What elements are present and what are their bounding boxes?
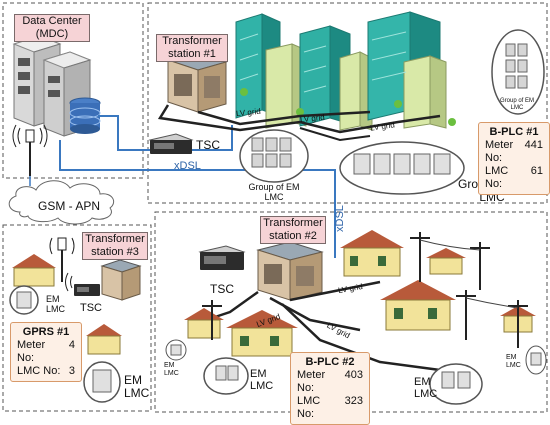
bplc1-lmc-row: LMC No: 61 [485, 165, 543, 191]
em-lmc-gprs-2-label: EM LMC [124, 374, 149, 400]
transformer-1-line2: station #1 [168, 48, 216, 60]
em-lmc-1-label: EM LMC [250, 368, 273, 392]
em-lmc-oval-2 [429, 363, 483, 405]
tsc-1-label: TSC [196, 138, 220, 152]
em-lmc-gprs-1-label: EM LMC [46, 294, 65, 314]
database-icon [69, 97, 101, 134]
bplc1-info-box: B-PLC #1 Meter No: 441 LMC No: 61 [478, 122, 550, 195]
lmc-text: LMC [414, 388, 438, 400]
gprs1-info-box: GPRS #1 Meter No: 4 LMC No: 3 [10, 322, 82, 382]
transformer-3-line2: station #3 [91, 246, 139, 258]
gprs1-lmc-label: LMC No: [17, 365, 61, 377]
region-gprs [2, 224, 152, 412]
tsc-2-label: TSC [210, 282, 234, 296]
em-text: EM [250, 368, 267, 380]
group-em-small-label: Group of EM LMC [500, 98, 534, 112]
bplc1-lmc-label: LMC No: [485, 165, 509, 190]
gprs1-lmc-value: 3 [68, 365, 75, 377]
em-text: EM [506, 354, 517, 361]
region-bplc1 [147, 2, 548, 204]
lv-grid-cables-2c [289, 280, 381, 302]
em-lmc-4-label: EM LMC [164, 362, 179, 378]
em-group-large-icon [339, 141, 465, 195]
em-text: EM [164, 362, 175, 369]
lmc-text: LMC [164, 370, 179, 377]
lv-grid-cables-1b [197, 110, 371, 126]
bplc1-lmc-value: 61 [530, 165, 543, 177]
group-em-small-line1: Group of EM [500, 98, 535, 104]
diagram-canvas [2, 2, 548, 413]
antenna-gprs-icon [49, 237, 75, 282]
em-group-mid-icon [239, 129, 309, 183]
houses-icon [184, 230, 536, 357]
bplc2-meter-value: 403 [344, 369, 363, 381]
em-text: EM [124, 373, 142, 387]
em-text: EM [414, 376, 431, 388]
transformer-2-line1: Transformer [263, 217, 323, 229]
em-lmc-gprs-oval-1 [9, 285, 39, 315]
transformer-station-1-label: Transformer station #1 [156, 34, 228, 62]
lv-grid-cables-1c [299, 127, 371, 142]
em-lmc-oval-1 [203, 357, 249, 395]
gprs-houses-icon [12, 254, 122, 355]
bplc2-meter-row: Meter No: 403 [297, 369, 363, 395]
em-lmc-2-label: EM LMC [414, 376, 437, 400]
lmc-text: LMC [124, 386, 150, 400]
xdsl-link-2 [59, 140, 336, 258]
bplc2-lmc-row: LMC No: 323 [297, 395, 363, 421]
bplc1-meter-value: 441 [524, 139, 543, 151]
tsc-1-icon [148, 133, 194, 154]
tsc-3-label: TSC [80, 302, 102, 314]
em-lmc-3-label: EM LMC [506, 354, 521, 370]
transformer-station-2-label: Transformer station #2 [260, 216, 326, 244]
group-em-mid-label: Group of EM LMC [244, 182, 304, 202]
tsc-2-icon [198, 245, 246, 270]
bplc2-lmc-value: 323 [344, 395, 363, 407]
bplc2-title: B-PLC #2 [305, 356, 355, 368]
gprs1-meter-label: Meter No: [17, 339, 46, 364]
tsc-3-icon [65, 272, 100, 296]
lmc-text: LMC [250, 380, 274, 392]
em-lmc-oval-4 [165, 339, 187, 361]
bplc1-meter-label: Meter No: [485, 139, 514, 164]
gsm-cloud [8, 180, 115, 225]
xdsl-label-2: xDSL [334, 205, 346, 232]
antenna-icon [12, 124, 48, 176]
lmc-text: LMC [506, 362, 521, 369]
gprs1-title: GPRS #1 [22, 326, 70, 338]
bplc2-info-box: B-PLC #2 Meter No: 403 LMC No: 323 [290, 352, 370, 425]
group-em-mid-line1: Group of EM [248, 182, 300, 192]
data-center-line2: (MDC) [35, 28, 69, 40]
group-em-small-line2: LMC [510, 105, 524, 111]
gprs1-lmc-row: LMC No: 3 [17, 365, 75, 378]
lmc-text: LMC [46, 304, 66, 314]
buildings-icon [235, 11, 456, 131]
lv-grid-cables-1 [157, 104, 441, 134]
lv-grid-cables-2d [281, 303, 441, 372]
data-center-line1: Data Center [22, 15, 82, 27]
gprs1-meter-row: Meter No: 4 [17, 339, 75, 365]
transformer-station-3-icon [100, 259, 142, 301]
region-data-center [2, 2, 144, 179]
em-lmc-gprs-oval-2 [83, 361, 121, 403]
gprs1-meter-value: 4 [68, 339, 75, 351]
bplc2-lmc-label: LMC No: [297, 395, 321, 420]
group-em-mid-line2: LMC [264, 192, 284, 202]
transformer-2-line2: station #2 [269, 230, 317, 242]
gsm-apn-label: GSM - APN [38, 199, 101, 213]
transformer-1-line1: Transformer [162, 35, 222, 47]
em-group-small-icon [491, 29, 545, 115]
transformer-3-line1: Transformer [85, 233, 145, 245]
em-lmc-oval-3 [525, 345, 547, 375]
bplc1-title: B-PLC #1 [489, 126, 539, 138]
utility-poles-icon [202, 232, 528, 348]
bplc1-meter-row: Meter No: 441 [485, 139, 543, 165]
data-center-label: Data Center (MDC) [14, 14, 90, 42]
transformer-station-2-icon [256, 241, 324, 301]
xdsl-label-1: xDSL [174, 160, 201, 172]
transformer-station-3-label: Transformer station #3 [82, 232, 148, 260]
em-text: EM [46, 294, 60, 304]
bplc2-meter-label: Meter No: [297, 369, 326, 394]
